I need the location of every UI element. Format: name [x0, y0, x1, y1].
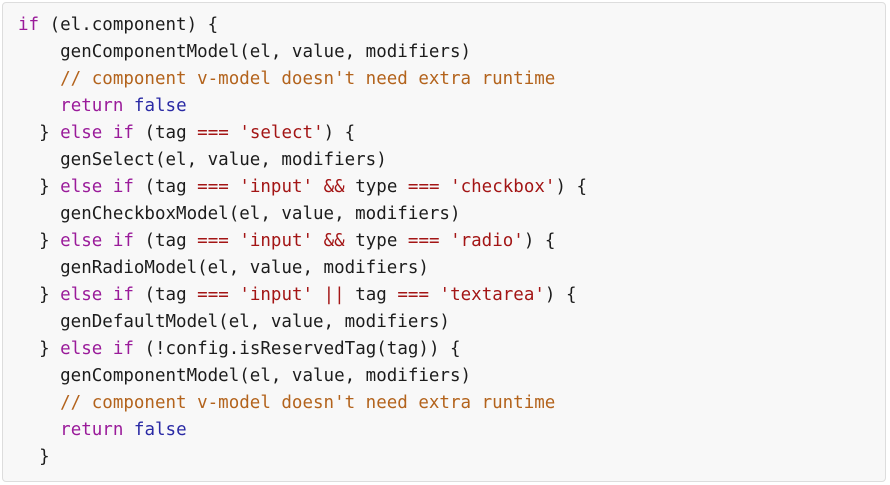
code-token-comment: // component v-model doesn't need extra … — [18, 69, 556, 89]
code-line: return false — [18, 93, 870, 120]
code-token-plain — [102, 177, 113, 197]
code-token-plain — [229, 123, 240, 143]
code-token-plain — [313, 177, 324, 197]
code-token-plain: ) { — [544, 285, 577, 305]
code-token-string: === — [197, 231, 229, 251]
code-line: genSelect(el, value, modifiers) — [18, 147, 870, 174]
code-token-plain — [102, 231, 113, 251]
code-token-plain: (tag — [133, 177, 198, 197]
code-token-string: 'input' — [239, 285, 314, 305]
code-token-keyword: return — [60, 420, 124, 440]
code-token-string: && — [323, 177, 345, 197]
code-token-plain — [102, 123, 113, 143]
code-token-string: === — [197, 123, 229, 143]
code-token-keyword: return — [60, 96, 124, 116]
code-token-keyword: if — [112, 285, 134, 305]
code-line: genCheckboxModel(el, value, modifiers) — [18, 201, 870, 228]
code-line: genComponentModel(el, value, modifiers) — [18, 39, 870, 66]
code-token-plain: genComponentModel(el, value, modifiers) — [18, 366, 472, 386]
code-token-string: 'select' — [239, 123, 324, 143]
code-token-plain — [18, 420, 60, 440]
code-token-string: === — [397, 285, 429, 305]
code-line: } else if (tag === 'input' && type === '… — [18, 174, 870, 201]
code-token-plain: } — [18, 285, 61, 305]
code-token-plain: tag — [344, 285, 398, 305]
code-line: } else if (tag === 'select') { — [18, 120, 870, 147]
code-token-keyword: if — [112, 177, 134, 197]
code-token-plain: } — [18, 339, 61, 359]
code-token-keyword: if — [112, 231, 134, 251]
code-token-plain — [18, 96, 60, 116]
code-line: } — [18, 444, 870, 471]
code-token-plain: genCheckboxModel(el, value, modifiers) — [18, 204, 461, 224]
code-token-plain: } — [18, 447, 50, 467]
code-token-plain — [229, 231, 240, 251]
code-token-plain — [123, 420, 134, 440]
code-token-plain — [313, 285, 324, 305]
code-token-plain: ) { — [323, 123, 356, 143]
code-token-keyword: else — [60, 231, 103, 251]
code-line: } else if (tag === 'input' || tag === 't… — [18, 282, 870, 309]
code-token-plain: genRadioModel(el, value, modifiers) — [18, 258, 429, 278]
code-token-plain: ) { — [555, 177, 588, 197]
code-token-keyword: if — [112, 339, 134, 359]
code-line: // component v-model doesn't need extra … — [18, 390, 870, 417]
code-token-plain — [229, 177, 240, 197]
code-line: } else if (tag === 'input' && type === '… — [18, 228, 870, 255]
code-line: genRadioModel(el, value, modifiers) — [18, 255, 870, 282]
code-token-string: || — [323, 285, 345, 305]
code-token-plain: (!config.isReservedTag(tag)) { — [133, 339, 461, 359]
code-token-keyword: if — [18, 15, 40, 35]
code-line: genComponentModel(el, value, modifiers) — [18, 363, 870, 390]
code-token-keyword: if — [112, 123, 134, 143]
code-token-string: 'textarea' — [439, 285, 545, 305]
code-token-keyword: else — [60, 177, 103, 197]
code-token-plain — [102, 339, 113, 359]
code-token-plain: (el.component) { — [39, 15, 219, 35]
code-token-keyword: else — [60, 339, 103, 359]
code-token-plain: genDefaultModel(el, value, modifiers) — [18, 312, 450, 332]
code-token-string: === — [197, 285, 229, 305]
code-token-plain: (tag — [133, 123, 198, 143]
code-token-comment: // component v-model doesn't need extra … — [18, 393, 556, 413]
code-token-keyword: else — [60, 123, 103, 143]
code-token-string: 'checkbox' — [450, 177, 556, 197]
code-token-literal: false — [133, 420, 187, 440]
code-token-string: 'input' — [239, 231, 314, 251]
code-token-plain — [229, 285, 240, 305]
code-token-plain: type — [344, 231, 408, 251]
code-token-literal: false — [133, 96, 187, 116]
code-token-string: === — [407, 231, 440, 251]
code-token-string: && — [323, 231, 345, 251]
code-line: } else if (!config.isReservedTag(tag)) { — [18, 336, 870, 363]
code-token-plain — [123, 96, 134, 116]
code-token-plain: } — [18, 177, 61, 197]
code-token-plain: } — [18, 231, 61, 251]
code-token-string: 'radio' — [450, 231, 524, 251]
code-token-plain: } — [18, 123, 61, 143]
code-line: // component v-model doesn't need extra … — [18, 66, 870, 93]
code-token-plain — [102, 285, 113, 305]
code-token-plain: genSelect(el, value, modifiers) — [18, 150, 387, 170]
code-token-string: === — [407, 177, 440, 197]
code-token-string: 'input' — [239, 177, 314, 197]
code-line: if (el.component) { — [18, 12, 870, 39]
code-token-string: === — [197, 177, 229, 197]
code-token-plain: type — [344, 177, 408, 197]
code-token-plain — [313, 231, 324, 251]
code-token-plain: ) { — [523, 231, 556, 251]
code-token-plain: (tag — [133, 231, 198, 251]
code-line: return false — [18, 417, 870, 444]
code-token-plain — [440, 231, 451, 251]
code-line: genDefaultModel(el, value, modifiers) — [18, 309, 870, 336]
code-token-keyword: else — [60, 285, 103, 305]
code-token-plain: (tag — [133, 285, 198, 305]
code-token-plain — [440, 177, 451, 197]
code-token-plain: genComponentModel(el, value, modifiers) — [18, 42, 472, 62]
code-token-plain — [429, 285, 440, 305]
